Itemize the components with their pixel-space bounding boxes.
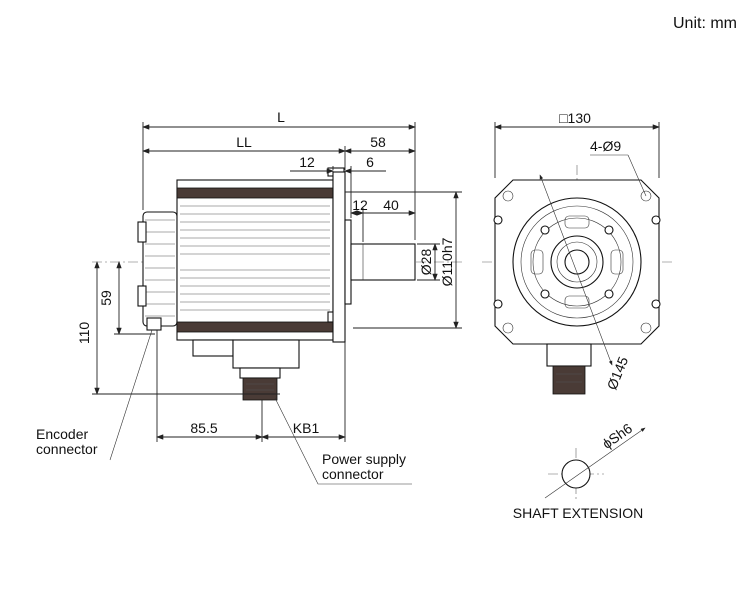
shaft — [350, 243, 416, 281]
side-view: L LL 58 12 6 12 40 Ø28 Ø110h7 59 — [36, 109, 462, 485]
dim-6: 6 — [366, 154, 374, 170]
dim-shaft-diameter: Ø28 — [418, 249, 434, 276]
dim-85-5: 85.5 — [190, 420, 217, 436]
dim-mount-holes: 4-Ø9 — [590, 138, 621, 154]
dim-LL: LL — [236, 134, 252, 150]
unit-label: Unit: mm — [673, 15, 737, 32]
power-connector-label-1: Power supply — [322, 451, 406, 467]
dim-spigot-diameter: Ø110h7 — [439, 237, 455, 286]
encoder-leader — [109, 329, 153, 461]
front-view: □130 4-Ø9 Ø145 — [482, 110, 672, 395]
dim-KB1: KB1 — [293, 420, 320, 436]
encoder-connector-label-1: Encoder — [36, 426, 88, 442]
dim-shaft-fit: ϕSh6 — [599, 420, 635, 452]
dim-12-top: 12 — [299, 154, 315, 170]
power-connector-body — [192, 339, 300, 401]
dim-58: 58 — [370, 134, 386, 150]
dim-L: L — [277, 109, 285, 125]
dim-pitch-circle: Ø145 — [604, 354, 632, 392]
dim-40: 40 — [383, 197, 399, 213]
dim-110: 110 — [76, 322, 92, 345]
encoder-connector-label-2: connector — [36, 441, 98, 457]
power-connector-label-2: connector — [322, 466, 384, 482]
encoder-cap — [137, 211, 178, 331]
shaft-extension-detail: ϕSh6 SHAFT EXTENSION — [513, 420, 646, 521]
dim-12-shaft: 12 — [352, 197, 368, 213]
flange — [332, 171, 352, 343]
dim-59: 59 — [98, 290, 114, 306]
dim-flange-square: □130 — [559, 110, 591, 126]
motor-body — [176, 167, 345, 341]
power-leader — [274, 397, 412, 485]
shaft-extension-label: SHAFT EXTENSION — [513, 505, 643, 521]
